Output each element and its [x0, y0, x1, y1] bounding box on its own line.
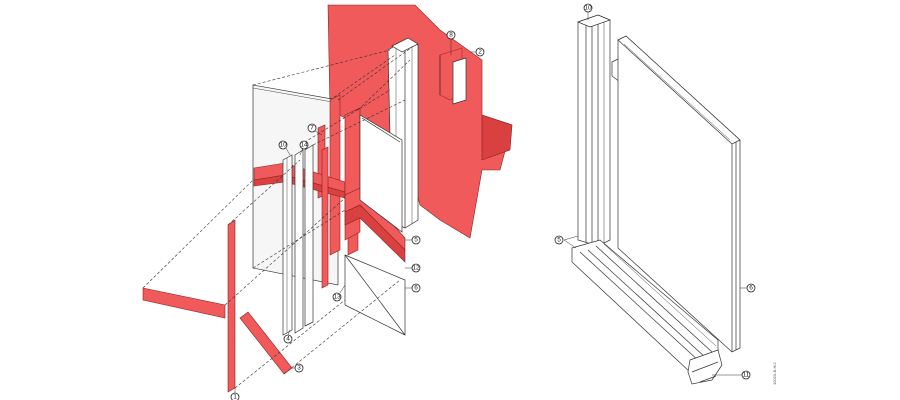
svg-text:11: 11 [743, 372, 750, 379]
callout-14: 14 [299, 140, 309, 150]
assembled-glass-panel [617, 35, 741, 353]
callout-10: 10 [278, 140, 288, 150]
callout-7: 7 [307, 123, 317, 133]
callout-12: 12 [411, 263, 421, 273]
svg-text:1: 1 [233, 394, 237, 400]
exploded-guide-lines [142, 44, 416, 389]
callout-1: 1 [230, 392, 240, 400]
svg-text:7: 7 [310, 125, 314, 132]
drawing-code: 10020-B-HIJ [772, 363, 777, 385]
wall-bracket [439, 47, 467, 105]
front-mullion-pieces [282, 144, 329, 336]
exploded-facade-assembly: 1 2 3 4 5 6 7 8 [142, 4, 513, 400]
svg-text:5: 5 [414, 237, 418, 244]
right-callout-5: 5 [554, 235, 564, 245]
assembled-facade-detail: 10 5 6 11 10020-B-HIJ [554, 3, 777, 385]
assembled-sill-transom [571, 239, 723, 385]
right-callout-6: 6 [746, 283, 756, 293]
svg-text:3: 3 [297, 365, 301, 372]
svg-text:6: 6 [749, 285, 753, 292]
red-insulated-frame [344, 107, 406, 263]
callout-6: 6 [411, 283, 421, 293]
svg-text:4: 4 [286, 336, 290, 343]
callout-13: 13 [332, 292, 342, 302]
callout-2: 2 [475, 47, 485, 57]
svg-text:14: 14 [300, 142, 308, 149]
red-vertical-flashing [227, 219, 236, 393]
right-callout-10: 10 [583, 3, 593, 13]
svg-text:12: 12 [412, 265, 420, 272]
red-sill-bar-left [142, 287, 226, 319]
right-leader-lines [563, 12, 747, 376]
svg-text:10: 10 [584, 5, 592, 12]
left-leader-lines [234, 39, 477, 393]
callout-5: 5 [411, 235, 421, 245]
svg-text:6: 6 [414, 285, 418, 292]
svg-text:10: 10 [279, 142, 287, 149]
svg-text:13: 13 [333, 294, 341, 301]
callout-3: 3 [294, 363, 304, 373]
callout-4: 4 [283, 334, 293, 344]
right-callout-11: 11 [741, 370, 751, 380]
svg-text:5: 5 [557, 237, 561, 244]
callout-8: 8 [446, 30, 456, 40]
svg-text:2: 2 [478, 49, 482, 56]
red-slab-edge [481, 114, 513, 161]
svg-text:8: 8 [449, 32, 453, 39]
red-profile-strip-a [329, 94, 341, 256]
